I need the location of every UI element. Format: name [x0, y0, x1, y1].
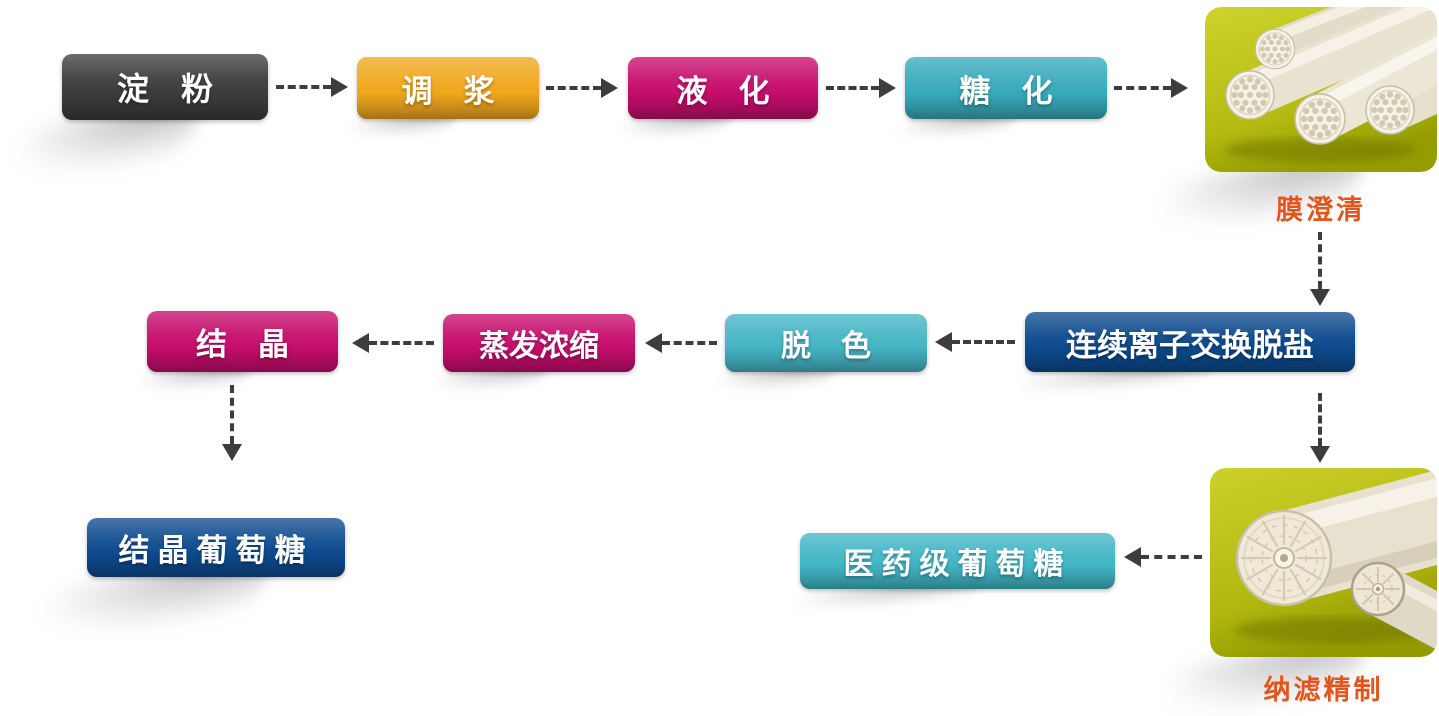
node-slurry: 调 浆	[357, 57, 539, 119]
dashed-arrow-right-icon	[1114, 78, 1188, 98]
node-crystalline-glucose: 结晶葡萄糖	[87, 518, 345, 577]
node-crystalline-glucose-label: 结晶葡萄糖	[118, 533, 314, 569]
dashed-arrow-right-icon	[826, 78, 896, 98]
dashed-arrow-down-icon	[222, 385, 242, 461]
node-saccharification: 糖 化	[905, 57, 1107, 119]
arrow-shaft	[230, 385, 234, 444]
dashed-arrow-left-icon	[645, 333, 717, 353]
membrane-clarification-photo	[1205, 7, 1437, 172]
arrow-shaft	[952, 340, 1015, 344]
node-pharma-glucose: 医药级葡萄糖	[800, 533, 1115, 589]
arrow-shaft	[662, 341, 717, 345]
dashed-arrow-down-icon	[1310, 393, 1330, 463]
arrow-head	[879, 78, 896, 98]
arrow-head	[935, 332, 952, 352]
dashed-arrow-left-icon	[1124, 547, 1202, 567]
arrow-shaft	[1318, 393, 1322, 446]
arrow-shaft	[1141, 555, 1202, 559]
arrow-head	[352, 333, 369, 353]
node-pharma-glucose-label: 医药级葡萄糖	[843, 547, 1072, 582]
arrow-shaft	[826, 86, 879, 90]
node-saccharification-label: 糖 化	[959, 73, 1053, 110]
arrow-head	[601, 78, 618, 98]
caption-nanofiltration-refining: 纳滤精制	[1263, 675, 1384, 706]
arrow-head	[1124, 547, 1141, 567]
ceramic-membrane-tubes-image	[1205, 7, 1437, 172]
node-liquefaction: 液 化	[628, 57, 818, 119]
arrow-head	[1310, 289, 1330, 306]
arrow-shaft	[1318, 232, 1322, 289]
arrow-shaft	[546, 86, 601, 90]
node-starch: 淀 粉	[62, 54, 268, 120]
arrow-shaft	[1114, 86, 1171, 90]
arrow-head	[331, 77, 348, 97]
arrow-head	[1310, 446, 1330, 463]
node-evaporation: 蒸发浓缩	[443, 314, 635, 372]
arrow-shaft	[369, 341, 434, 345]
node-decolorization: 脱 色	[725, 314, 927, 372]
node-ion-exchange: 连续离子交换脱盐	[1025, 312, 1355, 372]
node-ion-exchange-label: 连续离子交换脱盐	[1066, 327, 1314, 364]
node-slurry-label: 调 浆	[401, 73, 495, 110]
node-crystallization: 结 晶	[147, 311, 338, 372]
nanofiltration-photo	[1210, 468, 1437, 657]
caption-membrane-clarification: 膜澄清	[1276, 195, 1366, 226]
node-crystallization-label: 结 晶	[196, 327, 289, 363]
node-liquefaction-label: 液 化	[676, 73, 770, 110]
arrow-head	[645, 333, 662, 353]
arrow-shaft	[276, 85, 331, 89]
node-decolorization-label: 脱 色	[781, 329, 871, 364]
spiral-membrane-modules-image	[1210, 468, 1437, 657]
arrow-head	[222, 444, 242, 461]
node-starch-label: 淀 粉	[116, 70, 213, 108]
arrow-head	[1171, 78, 1188, 98]
node-evaporation-label: 蒸发浓缩	[479, 329, 599, 364]
dashed-arrow-left-icon	[935, 332, 1015, 352]
dashed-arrow-right-icon	[276, 77, 348, 97]
dashed-arrow-right-icon	[546, 78, 618, 98]
dashed-arrow-left-icon	[352, 333, 434, 353]
dashed-arrow-down-icon	[1310, 232, 1330, 306]
